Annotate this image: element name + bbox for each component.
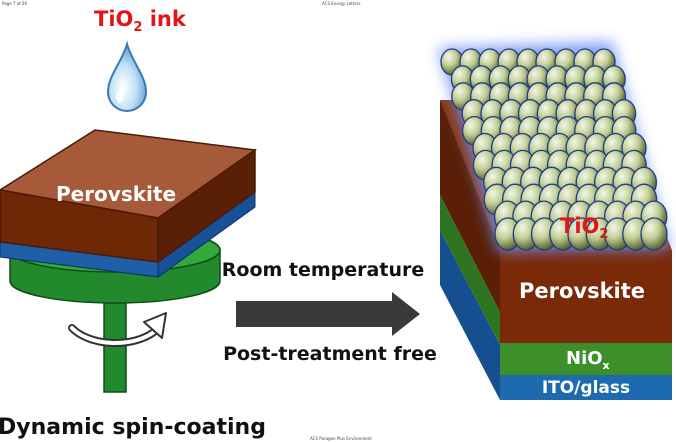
arrow-text-top: Room temperature bbox=[222, 259, 424, 281]
niox-layer-front bbox=[500, 343, 672, 375]
droplet-icon bbox=[106, 40, 148, 112]
ito-layer-side bbox=[440, 230, 500, 400]
perovskite-layer-front bbox=[500, 250, 672, 343]
droplet-highlight bbox=[116, 89, 124, 103]
arrow-text-bottom: Post-treatment free bbox=[223, 343, 437, 365]
left-perovskite-label: Perovskite bbox=[56, 182, 176, 206]
ito-layer-label: ITO/glass bbox=[542, 378, 630, 398]
page-number-header: Page 7 of 26 bbox=[2, 1, 27, 6]
right-arrow-icon bbox=[236, 292, 420, 336]
perovskite-film-side bbox=[157, 148, 256, 264]
tio2-spheres bbox=[440, 48, 668, 251]
rotation-arrow-icon bbox=[68, 312, 167, 347]
perovskite-layer-label: Perovskite bbox=[519, 279, 645, 303]
tio2-sphere bbox=[640, 217, 668, 251]
niox-layer-side bbox=[440, 195, 500, 345]
journal-header: ACS Energy Letters bbox=[322, 1, 361, 6]
footer-text: ACS Paragon Plus Environment bbox=[310, 436, 372, 441]
ink-label: TiO2 ink bbox=[94, 7, 187, 35]
ito-layer-front bbox=[500, 375, 672, 400]
perovskite-layer-side bbox=[440, 100, 500, 312]
niox-layer-label: NiOx bbox=[566, 348, 610, 372]
tio2-nanoparticle-layer bbox=[438, 42, 670, 252]
tio2-layer-label: TiO2 bbox=[560, 214, 608, 242]
process-label: Dynamic spin-coating bbox=[0, 415, 266, 440]
